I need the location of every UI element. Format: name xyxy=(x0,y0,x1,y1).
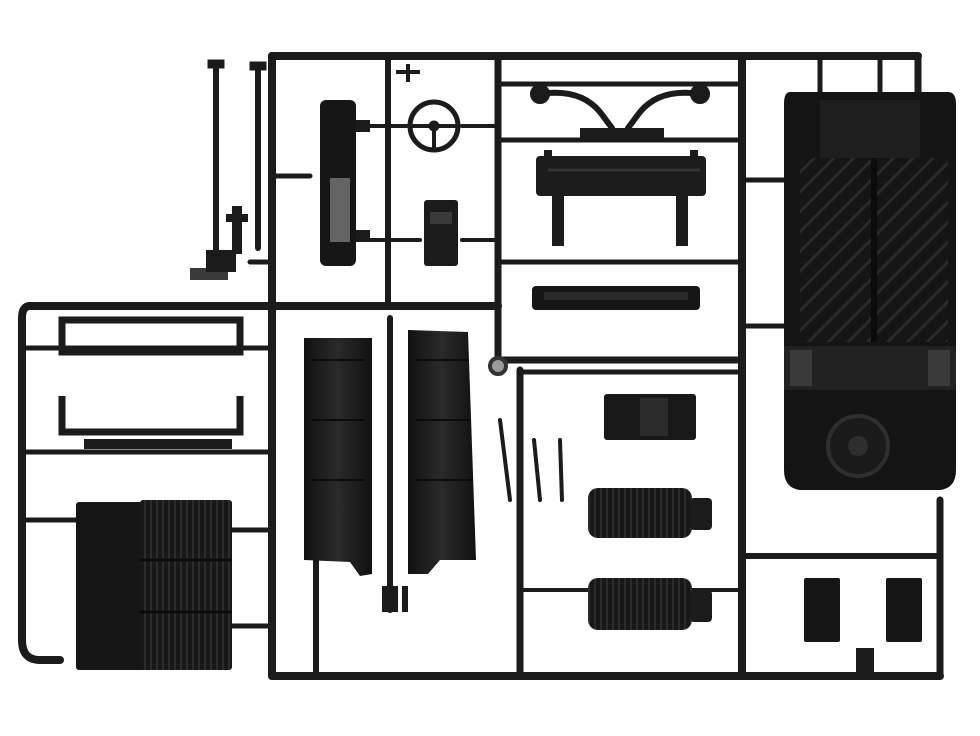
dashboard-part xyxy=(320,100,370,266)
lever-parts xyxy=(488,356,564,502)
floor-panel-right xyxy=(408,330,476,574)
crossbar-part xyxy=(532,286,700,310)
vehicle-body-part xyxy=(784,92,956,490)
small-pins xyxy=(382,586,408,612)
mud-flap-parts xyxy=(804,578,922,672)
battery-box-part xyxy=(604,394,696,440)
front-seat-upper xyxy=(588,488,712,538)
pedal-assembly xyxy=(190,206,248,280)
steering-wheel-part xyxy=(396,64,461,153)
rod-parts xyxy=(207,59,267,253)
bracket-part xyxy=(424,200,458,266)
floor-panel-left xyxy=(304,338,372,576)
rear-bench-part xyxy=(76,500,232,670)
suspension-arms xyxy=(530,84,710,142)
axle-frame-part xyxy=(536,150,706,246)
side-frame-parts xyxy=(58,316,244,449)
sprue-frame xyxy=(18,52,944,680)
front-seat-lower xyxy=(588,578,712,630)
